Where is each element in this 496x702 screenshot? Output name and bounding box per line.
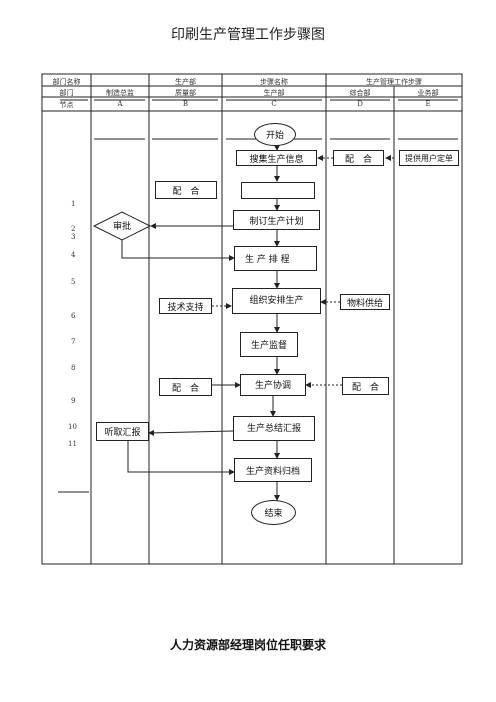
step-number: 10 [68,423,77,431]
header-node: 节点 [59,101,74,109]
blank-step-box [241,182,315,199]
listen-report-box: 听取汇报 [96,422,149,441]
approve-decision: 审批 [112,222,131,232]
step-number: 4 [71,251,76,259]
header-lane-d: 综合部 [349,89,371,97]
customer-order-box: 提供用户定单 [399,150,459,166]
step-number: 6 [71,312,76,320]
header-lane-e: 业务部 [417,89,439,97]
node-letter-b: B [182,100,189,108]
step-number: 8 [71,364,76,372]
node-letter-a: A [117,100,123,108]
header-step-name: 步骤名称 [260,78,288,86]
end-node: 结束 [251,500,296,525]
step-number: 3 [71,233,76,241]
schedule-step: 生 产 排 程 [234,246,317,271]
tech-support-box: 技术支持 [159,298,212,314]
node-letter-c: C [271,100,277,108]
header-lane-b: 质量部 [175,89,196,97]
archive-step: 生产资料归档 [234,458,312,482]
footer-heading: 人力资源部经理岗位任职要求 [169,638,326,652]
organize-production-step: 组织安排生产 [232,288,321,314]
step-number: 5 [71,278,76,286]
make-plan-step: 制订生产计划 [233,210,320,230]
step-number: 7 [71,338,76,346]
material-supply-box: 物料供给 [340,294,390,310]
collect-info-step: 搜集生产信息 [236,150,317,166]
summary-report-step: 生产总结汇报 [233,416,315,441]
cooperate-quality-box: 配 合 [155,181,217,199]
node-letter-d: D [357,100,363,108]
header-production-dept: 生产部 [175,78,196,86]
header-dept: 部门 [59,89,74,97]
header-dept-name: 部门名称 [52,78,81,86]
coordinate-step: 生产协调 [240,374,306,396]
start-node: 开始 [254,123,296,146]
step-number: 1 [71,200,76,208]
cooperate-quality-box-2: 配 合 [159,378,212,396]
header-lane-a: 制造总监 [106,89,134,97]
step-number: 2 [71,225,76,233]
step-number: 9 [71,397,76,405]
header-lane-c: 生产部 [263,89,285,97]
node-letter-e: E [425,100,431,108]
header-steps: 生产管理工作步骤 [366,78,422,86]
cooperate-admin-box-2: 配 合 [342,377,389,395]
cooperate-admin-box: 配 合 [333,150,384,166]
supervise-step: 生产监督 [240,332,298,357]
step-number: 11 [68,440,77,448]
page-title: 印刷生产管理工作步骤图 [171,27,325,43]
